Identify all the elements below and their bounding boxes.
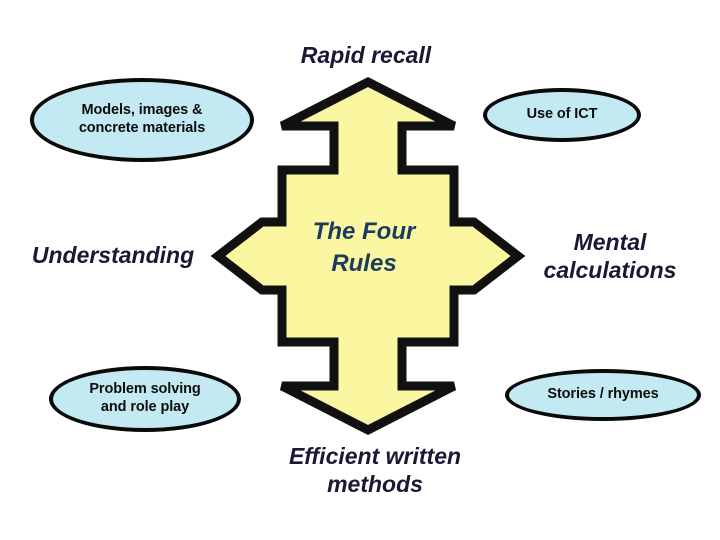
ellipse-stories-rhymes[interactable]: Stories / rhymes bbox=[505, 369, 701, 421]
ellipse-problem-solving-label: Problem solving and role play bbox=[89, 381, 201, 415]
four-way-arrow-shape[interactable] bbox=[208, 76, 528, 436]
label-understanding: Understanding bbox=[31, 242, 195, 268]
ellipse-models-label: Models, images & concrete materials bbox=[78, 102, 206, 136]
label-mental-calculations: Mental calculations bbox=[543, 229, 677, 283]
ellipse-stories-label: Stories / rhymes bbox=[547, 386, 659, 403]
four-way-arrow-polygon bbox=[210, 76, 526, 436]
ellipse-use-of-ict[interactable]: Use of ICT bbox=[483, 88, 641, 142]
ellipse-models-images-concrete-materials[interactable]: Models, images & concrete materials bbox=[30, 78, 254, 162]
ellipse-ict-label: Use of ICT bbox=[526, 106, 598, 123]
four-way-arrow-svg bbox=[210, 76, 526, 436]
label-rapid-recall: Rapid recall bbox=[300, 42, 432, 68]
label-efficient-written-methods: Efficient written methods bbox=[288, 443, 462, 497]
ellipse-problem-solving-and-role-play[interactable]: Problem solving and role play bbox=[49, 366, 241, 432]
